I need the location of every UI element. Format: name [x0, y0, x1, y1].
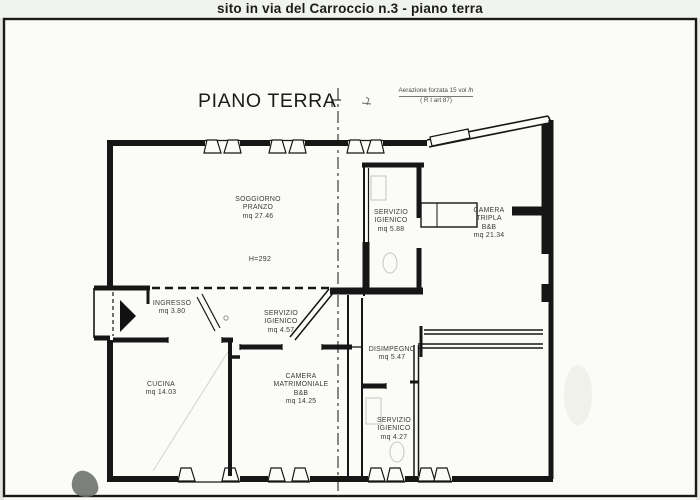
- entrance-door-arrow: [120, 300, 136, 332]
- room-name-line: IGIENICO: [374, 217, 408, 225]
- room-area: mq 3.80: [158, 308, 186, 316]
- room-name-line: PRANZO: [242, 204, 274, 212]
- room-label-servizio-igienico-1: SERVIZIO IGIENICO mq 5.88: [343, 209, 439, 234]
- scan-smudge: [71, 470, 99, 497]
- room-area: mq 5.88: [377, 225, 405, 233]
- room-name-line: DISIMPEGNO: [368, 346, 416, 353]
- room-name-line: CUCINA: [147, 381, 175, 388]
- room-name-line: INGRESSO: [152, 300, 192, 307]
- room-name-line: CAMERA: [285, 373, 317, 380]
- room-label-disimpegno: DISIMPEGNO mq 5.47: [344, 346, 440, 363]
- room-label-ingresso: INGRESSO mq 3.80: [124, 300, 220, 317]
- room-name-line: SERVIZIO: [373, 209, 409, 216]
- room-area: mq 5.47: [378, 354, 406, 362]
- room-name-line: SOGGIORNO: [235, 196, 281, 203]
- room-area: mq 14.25: [285, 397, 317, 405]
- room-name-line: IGIENICO: [264, 318, 298, 326]
- room-label-servizio-igienico-2: SERVIZIO IGIENICO mq 4.57: [233, 310, 329, 335]
- room-area: mq 4.57: [267, 326, 295, 334]
- document-title: sito in via del Carroccio n.3 - piano te…: [217, 1, 483, 16]
- room-label-cucina: CUCINA mq 14.03: [113, 381, 209, 398]
- room-name-line: IGIENICO: [377, 425, 411, 433]
- room-name-line: SERVIZIO: [376, 417, 412, 424]
- room-label-camera-tripla: CAMERA TRIPLA B&B mq 21.34: [441, 207, 537, 240]
- plan-label: PIANO TERRA: [198, 90, 337, 112]
- door-leaf: [196, 293, 221, 332]
- interior-walls: [113, 162, 547, 476]
- height-note: H=292: [248, 256, 272, 263]
- exterior-walls: [107, 115, 554, 483]
- room-area: mq 27.46: [242, 212, 274, 220]
- room-area: mq 4.27: [380, 433, 408, 441]
- room-name-line: B&B: [293, 389, 309, 397]
- ventilation-note-line2: ( R I art 87): [420, 97, 452, 104]
- room-area: mq 14.03: [145, 389, 177, 397]
- room-name-line: SERVIZIO: [263, 310, 299, 317]
- room-name-line: B&B: [481, 223, 497, 231]
- room-label-camera-matrimoniale: CAMERA MATRIMONIALE B&B mq 14.25: [253, 373, 349, 406]
- room-name-line: CAMERA: [473, 207, 505, 214]
- entrance: [93, 285, 221, 341]
- room-name-line: TRIPLA: [476, 215, 502, 223]
- page-frame: [2, 17, 698, 498]
- room-label-soggiorno-pranzo: SOGGIORNO PRANZO mq 27.46: [210, 196, 306, 221]
- ventilation-note-line1: Aerazione forzata 15 vol /h: [398, 87, 474, 97]
- room-label-servizio-igienico-3: SERVIZIO IGIENICO mq 4.27: [346, 417, 442, 442]
- room-name-line: MATRIMONIALE: [273, 381, 329, 389]
- room-area: mq 21.34: [473, 231, 505, 239]
- window-symbols: [177, 128, 471, 482]
- faint-fixtures: [152, 175, 405, 472]
- ventilation-note: Aerazione forzata 15 vol /h ( R I art 87…: [388, 87, 484, 105]
- section-line: [331, 88, 372, 496]
